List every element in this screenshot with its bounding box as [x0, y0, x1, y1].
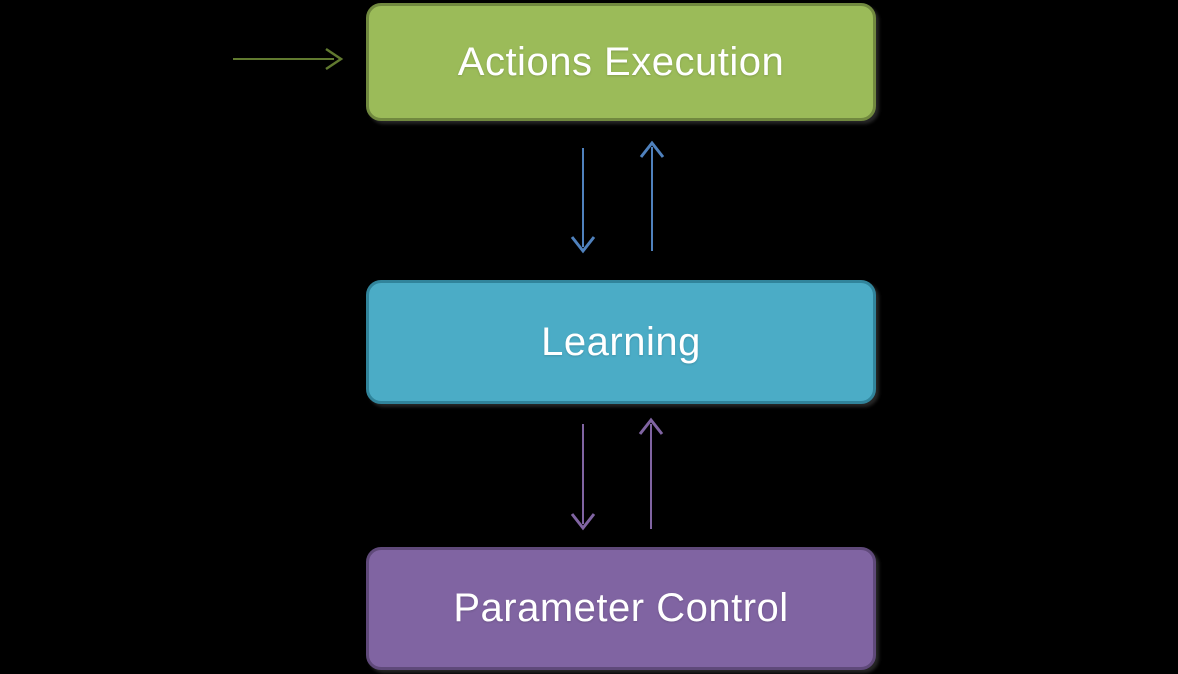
node-parameter-control: Parameter Control [366, 547, 876, 670]
learning-to-parameter-head [570, 513, 596, 531]
node-learning-label: Learning [541, 319, 701, 364]
learning-to-actions-head [639, 140, 665, 158]
actions-to-learning-arrow [570, 148, 596, 254]
node-parameter-control-label: Parameter Control [453, 586, 789, 630]
parameter-to-learning-arrow [638, 417, 664, 529]
node-learning: Learning [366, 280, 876, 404]
node-actions-execution-label: Actions Execution [457, 39, 785, 84]
input-arrow [233, 47, 344, 71]
parameter-to-learning-head [638, 417, 664, 435]
learning-to-parameter-arrow [570, 424, 596, 531]
input-arrow-head [325, 47, 344, 71]
learning-to-actions-arrow [639, 140, 665, 251]
actions-to-learning-head [570, 236, 596, 254]
node-actions-execution: Actions Execution [366, 3, 876, 121]
